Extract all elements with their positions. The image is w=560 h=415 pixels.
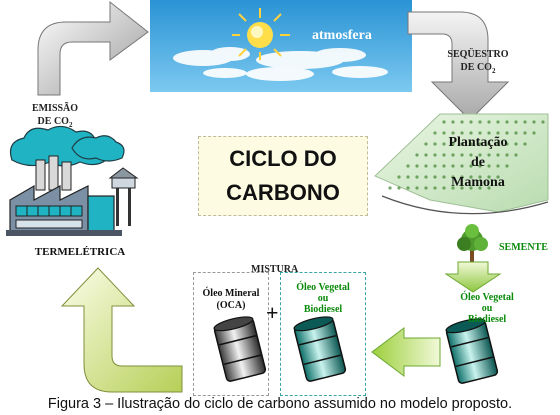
plantation-line1: Plantação	[448, 135, 508, 150]
mineral-oil-line2: (OCA)	[216, 300, 246, 311]
emission-subscript: 2	[68, 121, 73, 129]
cycle-title-line1: CICLO DO	[229, 146, 337, 171]
oil-to-mixture-arrow	[371, 327, 441, 377]
castor-plant-icon	[457, 224, 488, 262]
plantation-line2: de	[471, 155, 485, 170]
emission-label: EMISSÃO DE CO2	[10, 102, 100, 132]
mineral-oil-label: Óleo Mineral (OCA)	[195, 288, 267, 312]
power-plant-icon	[6, 125, 139, 236]
figure-caption: Figura 3 – Ilustração do ciclo de carbon…	[47, 396, 513, 412]
atmosphere-panel	[150, 0, 412, 92]
sun-icon	[232, 8, 290, 60]
emission-line1: EMISSÃO	[31, 103, 79, 114]
mix-vegetal-oil-line2: ou	[317, 293, 329, 304]
mineral-oil-barrel-icon	[213, 316, 267, 382]
mix-vegetal-oil-line1: Óleo Vegetal	[296, 282, 350, 293]
mineral-oil-line1: Óleo Mineral	[202, 288, 260, 299]
seed-label: SEMENTE	[499, 242, 548, 253]
sequestration-text: DE CO	[460, 62, 492, 73]
sequestration-subscript: 2	[491, 67, 496, 75]
sequestration-line1: SEQÜESTRO	[447, 49, 509, 60]
vegetal-oil-barrel-icon	[445, 318, 499, 384]
vegetal-oil-line1: Óleo Vegetal	[460, 292, 514, 303]
sequestration-label: SEQÜESTRO DE CO2	[418, 48, 538, 78]
cycle-title-line2: CARBONO	[226, 180, 340, 205]
mix-vegetal-oil-label: Óleo Vegetal ou Biodiesel	[282, 282, 364, 315]
vegetal-oil-line2: ou	[481, 303, 493, 314]
mixture-to-plant-arrow	[60, 267, 183, 393]
plantation-line3: Mamona	[451, 175, 505, 190]
sequestration-line2: DE CO2	[418, 61, 538, 78]
emission-text: DE CO	[37, 116, 69, 127]
plantation-label: Plantação de Mamona	[418, 133, 538, 193]
mix-vegetal-oil-line3: Biodiesel	[303, 304, 343, 315]
emission-line2: DE CO2	[10, 115, 100, 132]
cycle-title-box: CICLO DO CARBONO	[198, 136, 368, 216]
seed-to-oil-arrow	[444, 261, 502, 293]
plus-sign: +	[266, 300, 279, 325]
vegetal-oil-box	[280, 272, 366, 396]
plantation-field	[374, 113, 549, 215]
vegetal-oil-line3: Biodiesel	[467, 314, 507, 325]
mixture-label: MISTURA	[251, 264, 299, 275]
emission-arrow	[37, 0, 149, 96]
power-plant-label: TERMELÉTRICA	[34, 246, 126, 258]
sequestration-arrow	[407, 11, 510, 121]
vegetal-oil-barrel-mix-icon	[293, 316, 347, 382]
atmosphere-label: atmosfera	[312, 28, 372, 43]
mineral-oil-box	[193, 272, 269, 396]
vegetal-oil-label: Óleo Vegetal ou Biodiesel	[432, 292, 542, 325]
